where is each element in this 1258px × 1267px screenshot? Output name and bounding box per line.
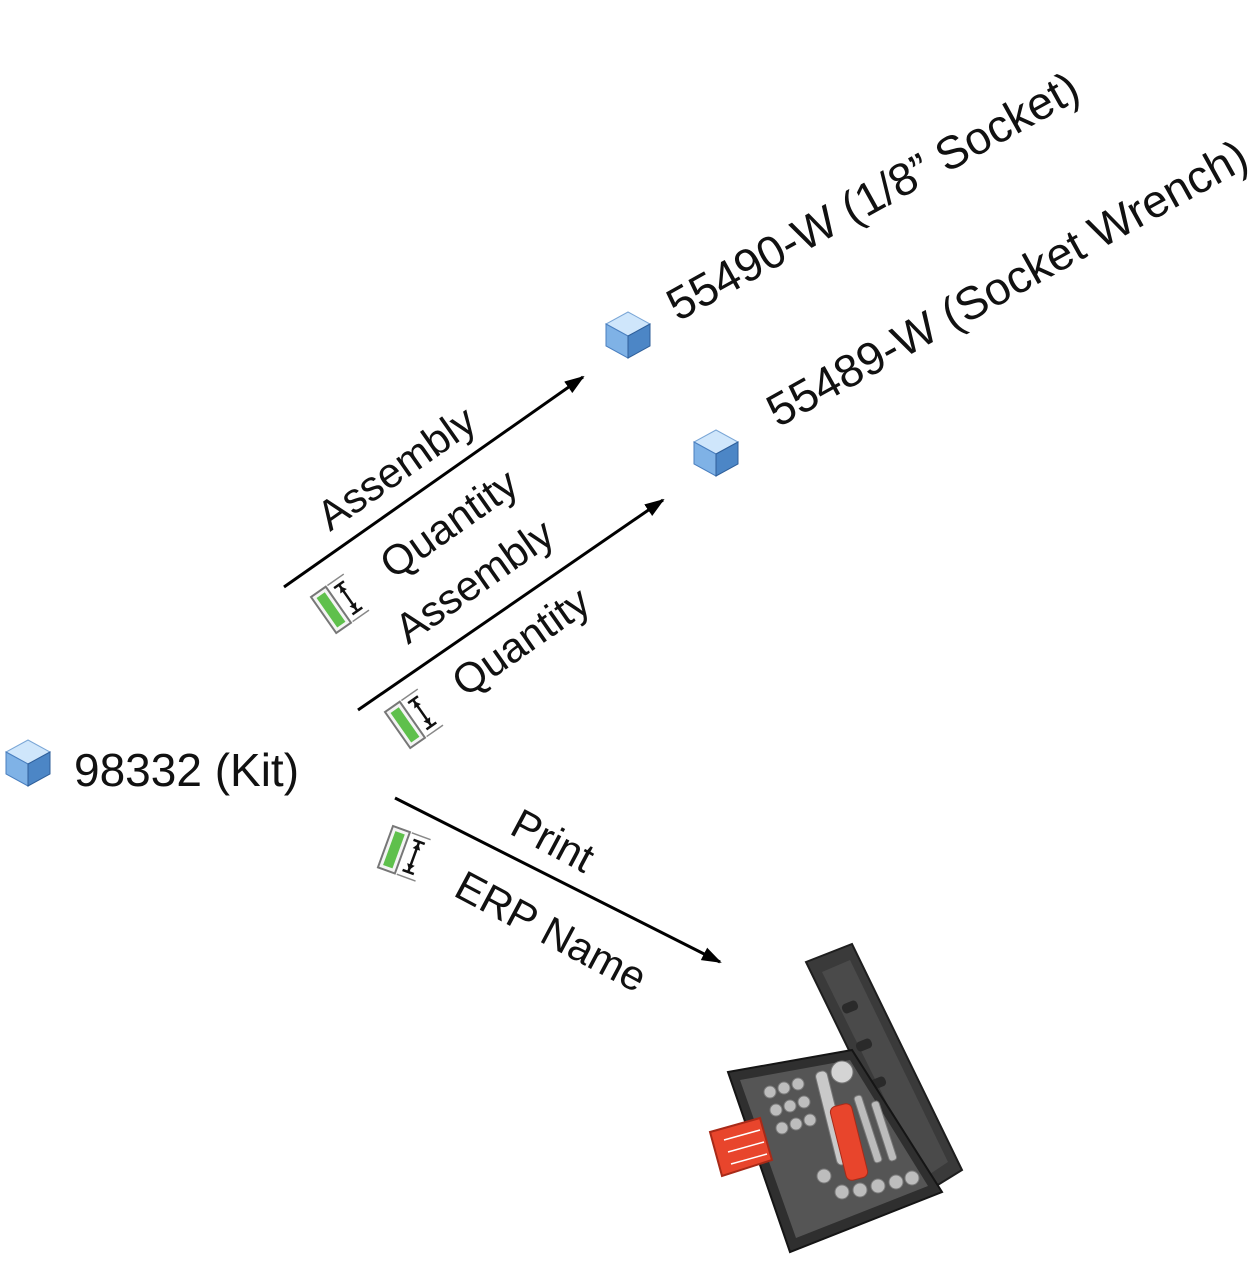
- socket-toolkit-photo: [708, 942, 964, 1254]
- part-cube-icon: [605, 311, 651, 359]
- node-kit[interactable]: 98332 (Kit): [5, 739, 299, 796]
- node-kit-label: 98332 (Kit): [74, 744, 299, 796]
- edge-relation-label: Print: [504, 799, 603, 881]
- part-cube-icon: [693, 429, 739, 477]
- node-wrench-label: 55489-W (Socket Wrench): [758, 129, 1257, 437]
- part-cube-icon: [5, 739, 51, 787]
- edge-arrow: [283, 375, 585, 589]
- edge-arrow: [357, 498, 665, 712]
- node-socket[interactable]: 55490-W (1/8” Socket): [605, 61, 1088, 359]
- numeric-attribute-icon: [383, 687, 445, 750]
- numeric-attribute-icon: [376, 824, 432, 883]
- node-wrench[interactable]: 55489-W (Socket Wrench): [693, 129, 1257, 477]
- edge-print-toolkit: Print ERP Name: [376, 796, 722, 1001]
- edge-arrow: [394, 796, 722, 964]
- edge-attribute-label: ERP Name: [448, 861, 655, 1001]
- numeric-attribute-icon: [309, 572, 371, 635]
